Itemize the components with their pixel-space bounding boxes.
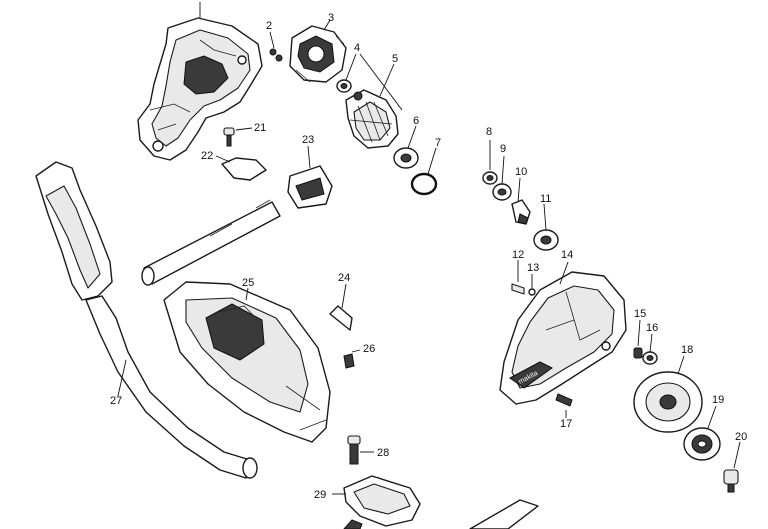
part-number-labels: 2 3 4 5 6 7 8 9 10 11 12 13 14 15 16 17 …: [110, 12, 747, 501]
part-label-3: 3: [328, 12, 334, 24]
screw-part-2: [269, 31, 283, 62]
part-label-10: 10: [515, 166, 527, 178]
ring-part-13: [528, 274, 536, 296]
gear-housing-part-14: makita: [499, 261, 627, 405]
armature-part-5: [345, 63, 399, 149]
screw-part-26: [343, 349, 361, 369]
bearing-part-11: [533, 203, 559, 251]
bolt-part-28: [347, 435, 374, 465]
clamp-part-29: [332, 475, 421, 529]
part-label-17: 17: [560, 418, 572, 430]
washer-part-16: [642, 333, 658, 365]
spool-part-19: [683, 405, 721, 461]
screw-part-21: [223, 127, 253, 147]
bracket-part-24: [329, 283, 353, 331]
bearing-part-6: [393, 125, 419, 169]
pin-part-12: [511, 260, 525, 295]
part-label-16: 16: [646, 322, 658, 334]
part-label-20: 20: [735, 431, 747, 443]
part-label-11: 11: [540, 193, 551, 205]
part-label-6: 6: [413, 115, 419, 127]
part-label-12: 12: [512, 249, 524, 261]
part-label-7: 7: [435, 137, 441, 149]
part-label-26: 26: [363, 343, 375, 355]
part-label-24: 24: [338, 272, 350, 284]
part-label-18: 18: [681, 344, 693, 356]
shaft-tube: [141, 199, 281, 286]
screw-part-17: [555, 393, 573, 418]
guard-part-25: [163, 281, 331, 443]
part-label-22: 22: [201, 150, 213, 162]
part-label-27: 27: [110, 395, 122, 407]
part-label-21: 21: [254, 122, 266, 134]
spring-part-15: [633, 319, 643, 359]
washer-part-8: [482, 140, 498, 185]
part-label-14: 14: [561, 249, 573, 261]
bolt-part-20: [723, 441, 741, 493]
part-label-9: 9: [500, 143, 506, 155]
o-ring-part-7: [410, 147, 438, 196]
part-label-15: 15: [634, 308, 646, 320]
bearing-part-4: [336, 53, 403, 111]
motor-housing-part: [137, 2, 263, 161]
part-label-25: 25: [242, 277, 254, 289]
lower-tube: [469, 499, 539, 529]
spool-plate-part-18: [633, 355, 703, 433]
clamp-part-22: [215, 155, 267, 181]
spindle-part-10: [511, 177, 531, 225]
field-assembly-part-3: [289, 19, 347, 83]
bearing-part-9: [492, 155, 512, 201]
part-label-4: 4: [354, 42, 360, 54]
coupling-part-23: [287, 145, 333, 209]
part-label-2: 2: [266, 20, 272, 32]
part-label-5: 5: [392, 53, 398, 65]
part-label-28: 28: [377, 447, 389, 459]
part-label-19: 19: [712, 394, 724, 406]
part-label-23: 23: [302, 134, 314, 146]
part-label-29: 29: [314, 489, 326, 501]
part-label-13: 13: [527, 262, 539, 274]
handle-part-27: [35, 161, 258, 479]
part-label-8: 8: [486, 126, 492, 138]
